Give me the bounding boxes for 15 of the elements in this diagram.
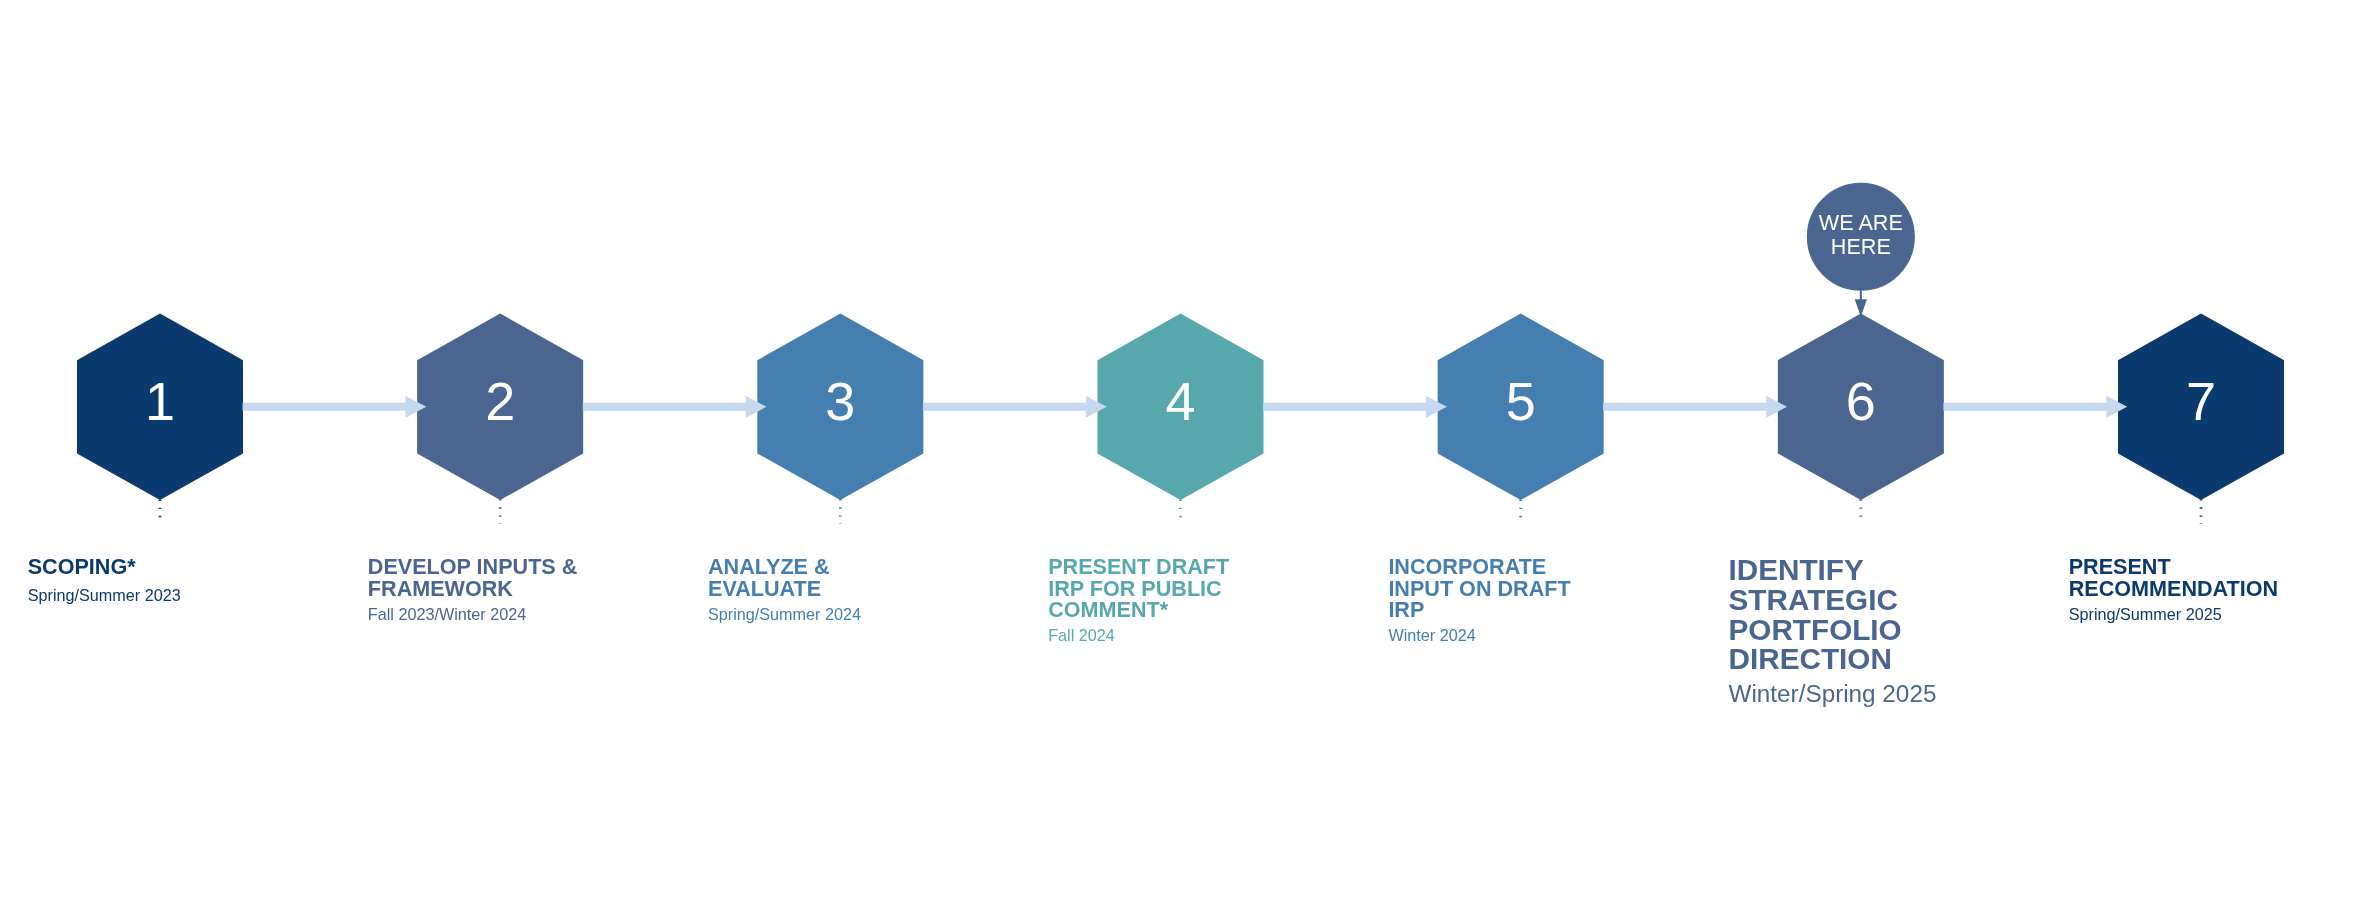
arrow bbox=[922, 395, 1107, 418]
node-text: IDENTIFY STRATEGIC PORTFOLIO DIRECTION Winter/Spring 2025 bbox=[1728, 553, 1937, 707]
node-text: ANALYZE & EVALUATE Spring/Summer 2024 bbox=[708, 553, 862, 623]
node-text: SCOPING* Spring/Summer 2023 bbox=[27, 553, 181, 604]
arrow bbox=[242, 395, 427, 418]
arrow bbox=[582, 395, 767, 418]
node-text: PRESENT DRAFT IRP FOR PUBLIC COMMENT* Fall 2024 bbox=[1048, 553, 1230, 645]
node-text: INCORPORATE INPUT ON DRAFT IRP Winter 2024 bbox=[1388, 553, 1571, 645]
node-circle: WE ARE HERE bbox=[1806, 182, 1915, 291]
arrow bbox=[1943, 395, 2128, 418]
node-text: PRESENT RECOMMENDATION Spring/Summer 2025 bbox=[2068, 553, 2279, 623]
arrow bbox=[1603, 395, 1788, 418]
arrow bbox=[1854, 290, 1867, 317]
arrow bbox=[1263, 395, 1447, 418]
node-text: DEVELOP INPUTS & FRAMEWORK Fall 2023/Winter 2024 bbox=[367, 553, 578, 623]
